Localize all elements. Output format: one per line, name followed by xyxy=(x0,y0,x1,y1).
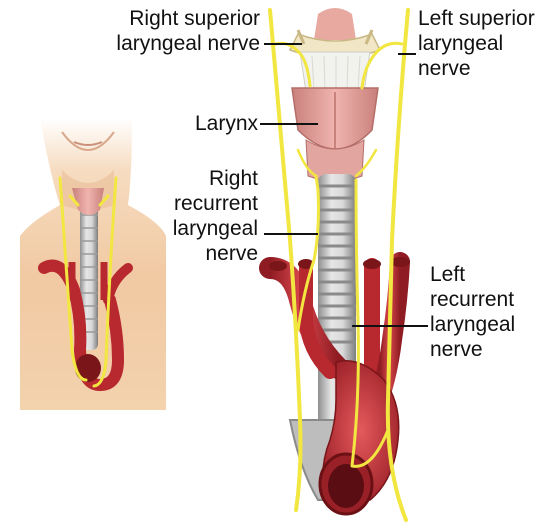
label-line: Left xyxy=(430,262,550,287)
main-anatomy xyxy=(269,8,410,520)
label-line: laryngeal xyxy=(430,312,550,337)
label-right-superior-laryngeal-nerve: Right superior laryngeal nerve xyxy=(100,6,260,56)
label-line: Right superior xyxy=(100,6,260,31)
label-left-recurrent-laryngeal-nerve: Left recurrent laryngeal nerve xyxy=(430,262,550,362)
label-larynx: Larynx xyxy=(176,111,258,136)
label-line: recurrent xyxy=(430,287,550,312)
label-line: nerve xyxy=(150,241,258,266)
label-line: Larynx xyxy=(176,111,258,136)
label-right-recurrent-laryngeal-nerve: Right recurrent laryngeal nerve xyxy=(150,166,258,266)
label-left-superior-laryngeal-nerve: Left superior laryngeal nerve xyxy=(418,6,552,81)
label-line: laryngeal xyxy=(150,216,258,241)
label-line: nerve xyxy=(430,337,550,362)
label-line: laryngeal xyxy=(418,31,552,56)
label-line: laryngeal nerve xyxy=(100,31,260,56)
body-thumbnail xyxy=(20,118,166,410)
label-line: recurrent xyxy=(150,191,258,216)
epiglottis xyxy=(314,8,356,40)
label-line: Right xyxy=(150,166,258,191)
label-line: Left superior xyxy=(418,6,552,31)
thumb-aortic-arch xyxy=(75,354,101,382)
label-line: nerve xyxy=(418,56,552,81)
